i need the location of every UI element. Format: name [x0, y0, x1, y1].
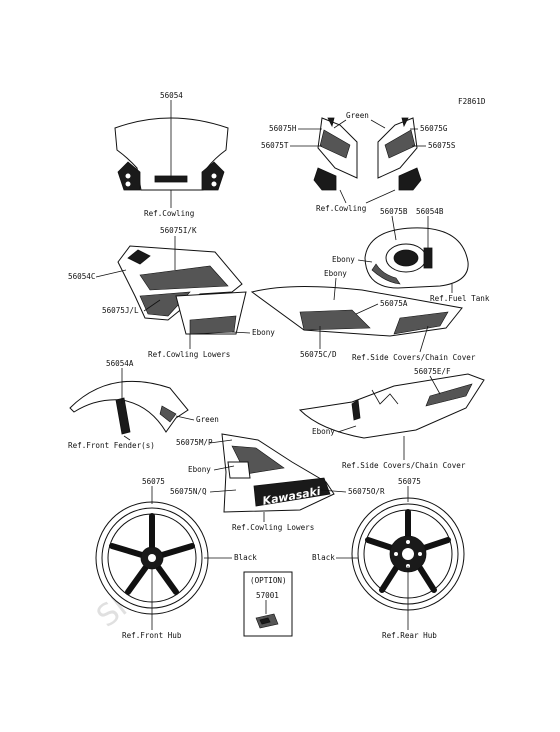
label-ref-cowling-lowers-1: Ref.Cowling Lowers [148, 350, 230, 359]
seat-tail-part [250, 285, 463, 337]
label-ref-front-hub: Ref.Front Hub [122, 631, 182, 640]
label-ref-front-fender: Ref.Front Fender(s) [68, 441, 155, 450]
label-56075A: 56075A [380, 299, 408, 308]
label-56075C-D: 56075C/D [300, 350, 337, 359]
label-56054: 56054 [160, 91, 183, 100]
option-box: (OPTION) 57001 [243, 571, 293, 637]
label-option: (OPTION) [250, 576, 287, 585]
label-56075M-P: 56075M/P [176, 438, 213, 447]
upper-fairing-part [117, 245, 247, 335]
label-56075O-R: 56075O/R [348, 487, 385, 496]
label-56075I-K: 56075I/K [160, 226, 197, 235]
label-56054B: 56054B [416, 207, 444, 216]
front-fender-part [69, 380, 189, 435]
front-cowl-decals [313, 117, 422, 191]
rear-wheel-part [351, 497, 465, 611]
label-56075-rear: 56075 [398, 477, 421, 486]
fuel-tank-part [364, 227, 469, 289]
windscreen-part [114, 117, 229, 191]
label-ref-cowling-front: Ref.Cowling [316, 204, 366, 213]
label-57001: 57001 [256, 591, 279, 600]
label-ebony-lower: Ebony [188, 465, 211, 474]
label-56075S: 56075S [428, 141, 456, 150]
label-ref-side-covers-2: Ref.Side Covers/Chain Cover [342, 461, 466, 470]
label-green-fender: Green [196, 415, 219, 424]
label-56075-front: 56075 [142, 477, 165, 486]
label-ref-side-covers-1: Ref.Side Covers/Chain Cover [352, 353, 476, 362]
label-ebony-tank: Ebony [332, 255, 355, 264]
label-ref-cowling-top: Ref.Cowling [144, 209, 194, 218]
label-56075H: 56075H [269, 124, 297, 133]
label-56075T: 56075T [261, 141, 289, 150]
label-green-top: Green [346, 111, 369, 120]
label-ref-rear-hub: Ref.Rear Hub [382, 631, 437, 640]
label-ebony-seat: Ebony [324, 269, 347, 278]
label-black-rear: Black [312, 553, 335, 562]
label-56075G: 56075G [420, 124, 448, 133]
front-wheel-part [95, 501, 209, 615]
lower-cowling-part: Kawasaki [221, 433, 335, 513]
label-ebony-side: Ebony [312, 427, 335, 436]
label-ref-fuel-tank: Ref.Fuel Tank [430, 294, 490, 303]
label-56075E-F: 56075E/F [414, 367, 451, 376]
label-56075N-Q: 56075N/Q [170, 487, 207, 496]
figure-code: F2861D [458, 97, 486, 106]
label-black-front: Black [234, 553, 257, 562]
label-56054C: 56054C [68, 272, 95, 281]
label-ref-cowling-lowers-2: Ref.Cowling Lowers [232, 523, 314, 532]
label-56075B: 56075B [380, 207, 408, 216]
label-ebony-cowl: Ebony [252, 328, 275, 337]
label-56075J-L: 56075J/L [102, 306, 139, 315]
label-56054A: 56054A [106, 359, 134, 368]
